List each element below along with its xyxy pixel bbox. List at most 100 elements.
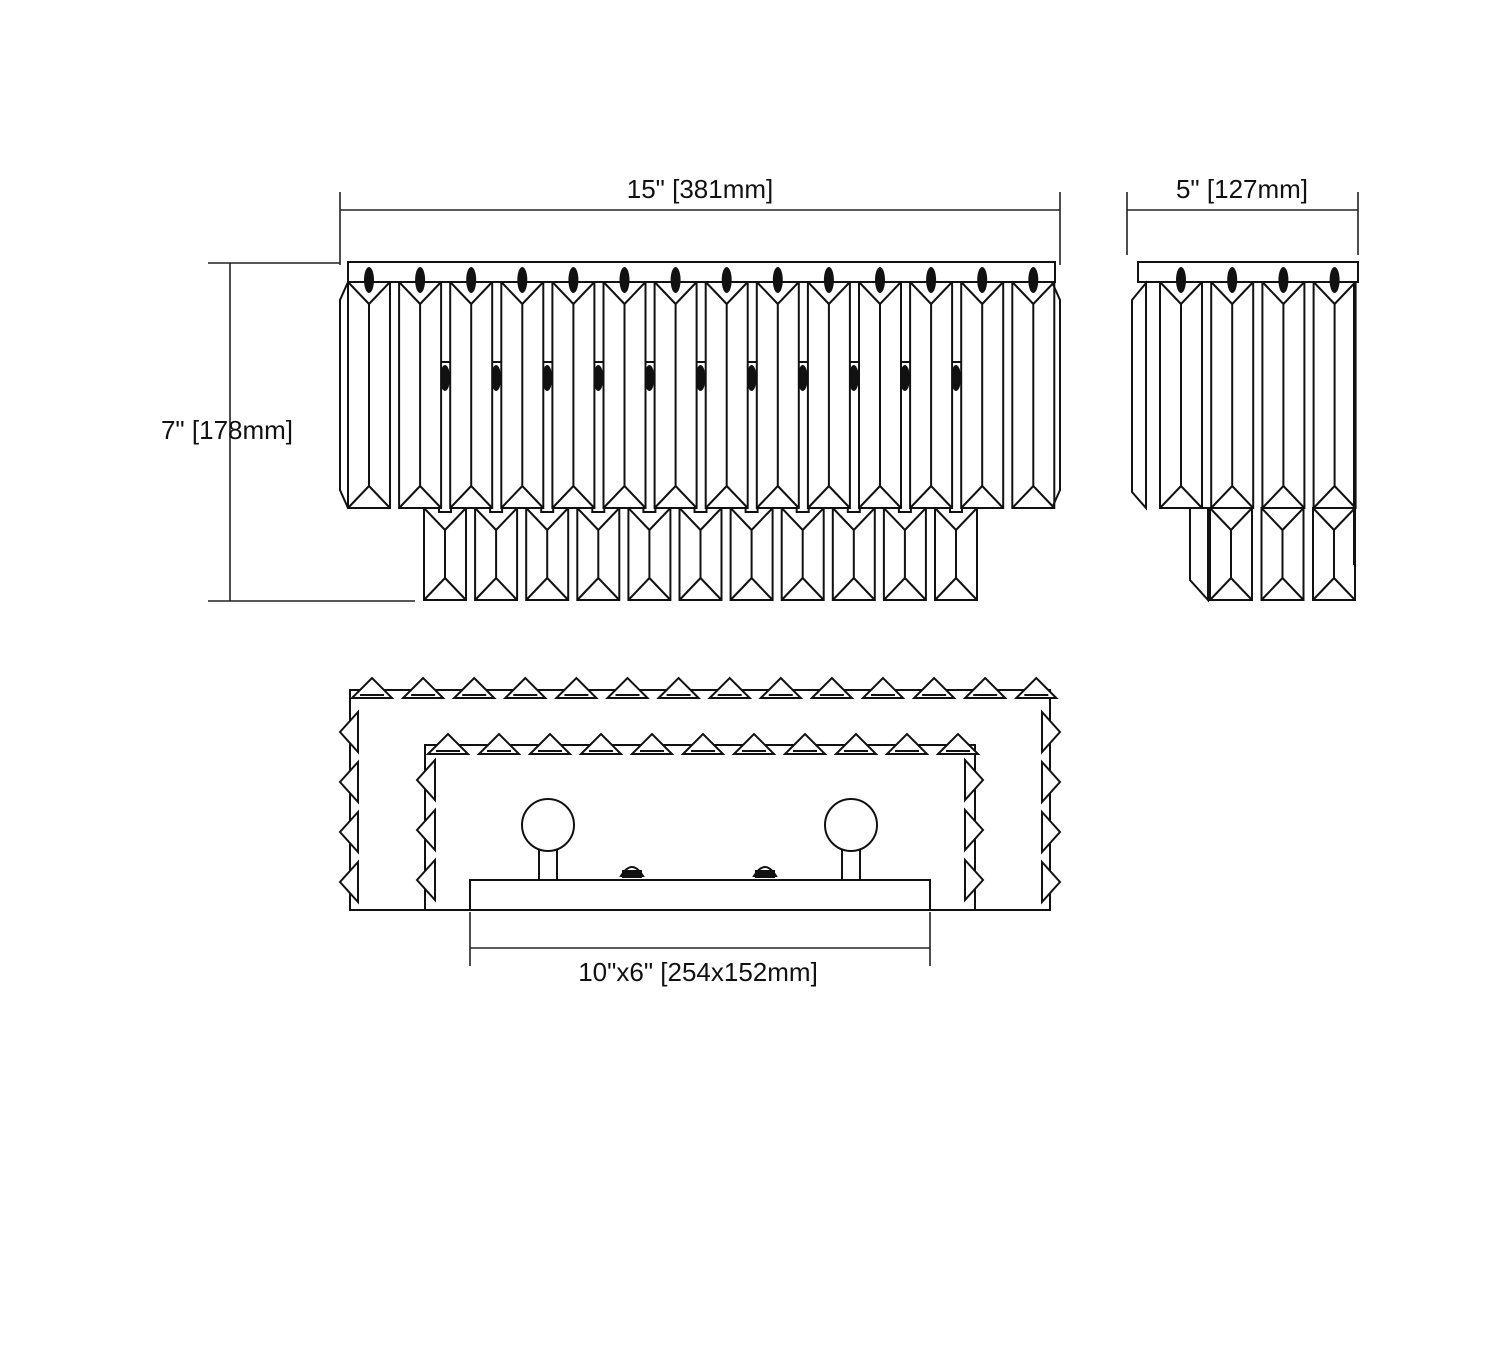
crystal-prism — [474, 507, 519, 601]
mounting-bar — [347, 261, 1056, 283]
crystal-tip — [1041, 859, 1062, 905]
crystal-tip — [935, 732, 981, 755]
crystal-prism — [1210, 267, 1255, 509]
crystal-prism — [678, 507, 723, 601]
hook-icon — [1278, 267, 1289, 293]
hook-icon — [848, 365, 859, 391]
hook-icon — [491, 365, 502, 391]
width-dimension: 15" [381mm] — [339, 174, 1061, 265]
hook-icon — [951, 365, 961, 391]
prism-facets — [1312, 281, 1357, 509]
prism-facets — [883, 507, 927, 601]
crystal-prism — [755, 267, 800, 509]
side-mounting-bar — [1137, 261, 1359, 283]
crystal-prism — [423, 507, 467, 601]
prism-facets — [1260, 507, 1305, 601]
crystal-prism — [909, 267, 954, 509]
crystal-tip — [349, 676, 395, 699]
crystal-prism — [806, 267, 851, 509]
crystal-tip — [553, 676, 599, 699]
crystal-tip — [400, 676, 446, 699]
crystal-tip — [476, 732, 522, 755]
crystal-prism — [551, 267, 596, 509]
crystal-prism — [347, 267, 391, 509]
crystal-prism — [1312, 267, 1357, 509]
crystal-tip — [707, 676, 753, 699]
backplate — [469, 879, 931, 911]
prism-facets — [756, 281, 800, 509]
crystal-tip — [338, 759, 359, 805]
crystal-tip — [758, 676, 804, 699]
crystal-tip — [911, 676, 957, 699]
height-label: 7" [178mm] — [161, 415, 293, 445]
prism-facets — [449, 281, 493, 509]
crystal-prism — [1011, 267, 1056, 509]
crystal-prism — [627, 507, 672, 601]
width-label: 15" [381mm] — [627, 174, 774, 204]
crystal-tip — [1013, 676, 1059, 699]
crystal-tip — [809, 676, 855, 699]
crystal-tip — [605, 676, 650, 699]
crystal-tip — [338, 859, 359, 905]
prism-outline — [729, 507, 774, 601]
prism-facets — [1209, 507, 1253, 601]
crystal-prism — [576, 507, 621, 601]
crystal-prism — [1261, 267, 1306, 509]
crystal-tip — [1041, 709, 1062, 755]
prism-facets — [347, 281, 391, 509]
side-lower-end — [1189, 507, 1209, 603]
crystal-prism — [960, 267, 1005, 509]
hook-icon — [926, 267, 937, 293]
depth-dimension: 5" [127mm] — [1126, 174, 1359, 255]
crystal-tip — [451, 676, 497, 699]
hook-icon — [772, 267, 783, 293]
screw-nut — [755, 870, 775, 878]
prism-facets — [398, 281, 442, 509]
crystal-prism — [831, 507, 876, 601]
crystal-tip — [962, 676, 1008, 699]
hook-icon — [415, 267, 426, 293]
crystal-prism — [653, 267, 698, 509]
crystal-tip — [415, 857, 436, 903]
prism-facets — [1011, 281, 1056, 509]
crystal-tip — [502, 676, 548, 699]
crystal-prism — [449, 267, 494, 509]
crystal-tip — [731, 732, 777, 755]
hook-icon — [1028, 267, 1039, 293]
crystal-prism — [1209, 507, 1253, 601]
prism-facets — [602, 281, 647, 509]
backplate-dimension: 10"x6" [254x152mm] — [469, 912, 931, 987]
prism-facets — [934, 507, 978, 601]
hook-icon — [1227, 267, 1238, 293]
hook-icon — [440, 365, 450, 391]
prism-facets — [832, 507, 876, 601]
prism-facets — [807, 281, 851, 509]
hook-icon — [542, 365, 553, 391]
hook-icon — [977, 267, 988, 293]
crystal-tip — [964, 807, 985, 853]
crystal-tip — [680, 732, 726, 755]
crystal-prism — [934, 507, 978, 601]
crystal-tip — [415, 757, 436, 803]
crystal-tip — [656, 676, 702, 699]
prism-facets — [627, 507, 672, 601]
crystal-prism — [729, 507, 774, 601]
hook-icon — [619, 267, 630, 293]
hook-icon — [899, 365, 910, 391]
bulb-icon — [824, 798, 878, 852]
hook-icon — [797, 365, 808, 391]
prism-facets — [474, 507, 518, 601]
prism-facets — [525, 507, 569, 601]
crystal-tip — [1041, 759, 1062, 805]
hook-icon — [1329, 267, 1340, 293]
crystal-tip — [527, 732, 573, 755]
crystal-tip — [338, 709, 359, 755]
prism-facets — [729, 507, 774, 601]
bottom-view — [338, 676, 1062, 911]
crystal-prism — [398, 267, 443, 509]
prism-facets — [1312, 507, 1356, 601]
crystal-tip — [578, 732, 624, 755]
hook-icon — [746, 365, 757, 391]
hook-icon — [875, 267, 885, 293]
